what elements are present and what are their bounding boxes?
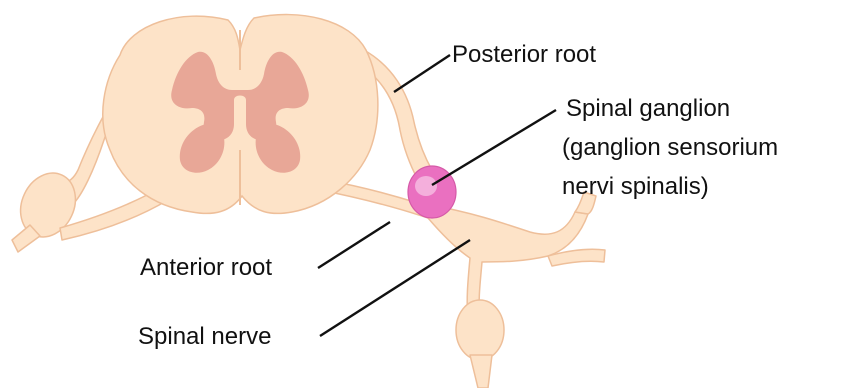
anterior-root-label: Anterior root	[140, 254, 272, 281]
spinal-nerve-label: Spinal nerve	[138, 323, 271, 350]
lower-nerve-tail	[470, 355, 492, 388]
anterior-root-leader	[318, 222, 390, 268]
spinal-ganglion-latin-line2: nervi spinalis)	[562, 173, 709, 200]
lower-ganglion	[456, 300, 504, 360]
posterior-root-label: Posterior root	[452, 41, 596, 68]
spinal-ganglion-leader	[432, 110, 556, 185]
spinal-nerve-leader	[320, 240, 470, 336]
posterior-root-leader	[394, 55, 450, 92]
spinal-cord-section	[103, 15, 378, 214]
spinal-ganglion-label: Spinal ganglion	[566, 95, 730, 122]
spinal-ganglion-latin-line1: (ganglion sensorium	[562, 134, 778, 161]
